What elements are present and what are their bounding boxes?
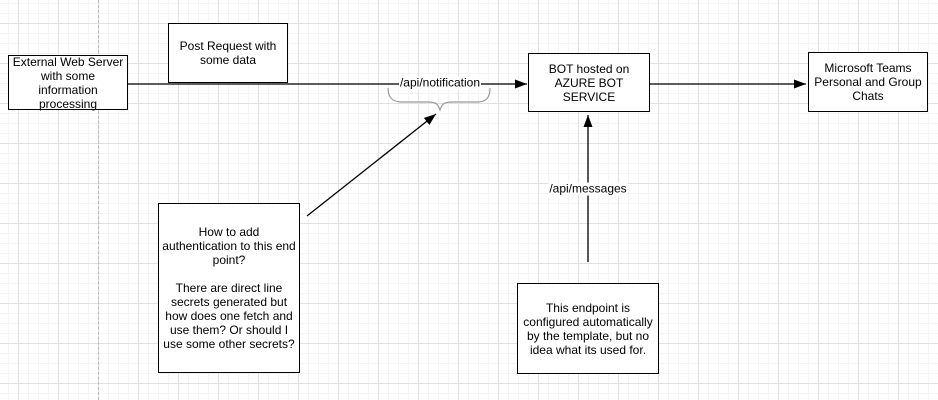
edge-label-api-notification[interactable]: /api/notification	[398, 75, 482, 90]
node-post-request[interactable]: Post Request with some data	[168, 23, 288, 83]
curly-brace-shape[interactable]	[387, 87, 491, 112]
node-post-request-label: Post Request with some data	[179, 39, 277, 67]
node-external-web-server[interactable]: External Web Server with some informatio…	[8, 54, 128, 111]
node-endpoint-note-label: This endpoint is configured automaticall…	[523, 300, 653, 357]
edge-auth-note-to-brace[interactable]	[306, 113, 437, 217]
page-break-line	[98, 0, 99, 400]
edge-label-api-messages[interactable]: /api/messages	[548, 181, 628, 196]
node-external-web-server-label: External Web Server with some informatio…	[12, 54, 124, 111]
node-bot-azure-service-label: BOT hosted on AZURE BOT SERVICE	[548, 61, 630, 104]
node-endpoint-note[interactable]: This endpoint is configured automaticall…	[517, 283, 659, 374]
node-bot-azure-service[interactable]: BOT hosted on AZURE BOT SERVICE	[528, 53, 650, 112]
node-auth-question-note-label: How to add authentication to this end po…	[162, 225, 296, 351]
node-microsoft-teams-label: Microsoft Teams Personal and Group Chats	[814, 61, 922, 103]
node-microsoft-teams[interactable]: Microsoft Teams Personal and Group Chats	[808, 52, 928, 112]
node-auth-question-note[interactable]: How to add authentication to this end po…	[158, 203, 300, 373]
